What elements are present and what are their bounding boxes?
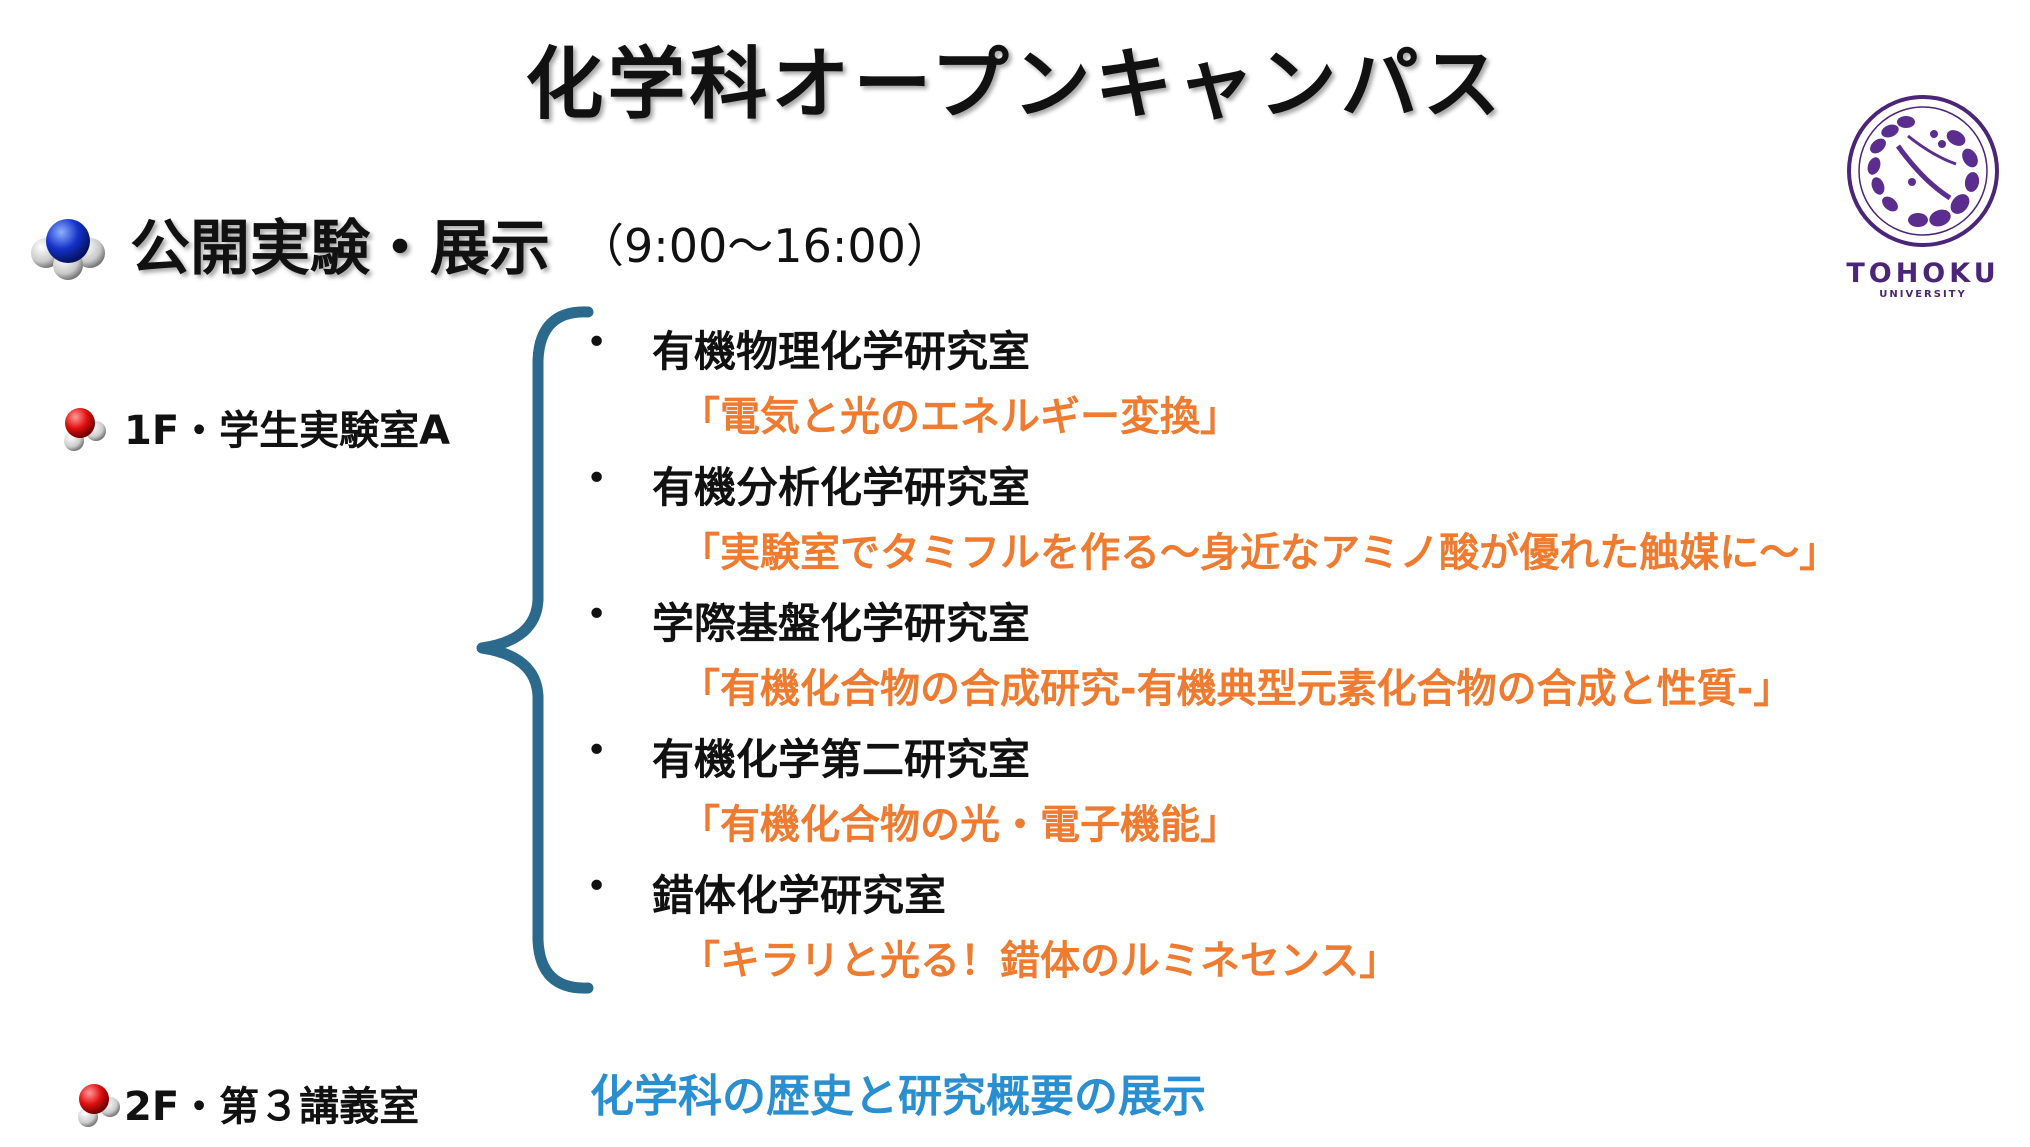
logo-subtitle: UNIVERSITY <box>1879 289 1967 300</box>
lab-topic: 「実験室でタミフルを作る～身近なアミノ酸が優れた触媒に～」 <box>680 530 1840 576</box>
section-time: （9:00～16:00） <box>578 219 952 273</box>
lab-topic: 「有機化合物の合成研究-有機典型元素化合物の合成と性質-」 <box>680 666 1794 712</box>
tohoku-logo-emblem-icon <box>1847 95 1999 247</box>
lab-list: • 有機物理化学研究室 「電気と光のエネルギー変換」 • 有機分析化学研究室 「… <box>580 312 2000 992</box>
lab-topic: 「有機化合物の光・電子機能」 <box>680 802 1240 848</box>
lab-topic: 「電気と光のエネルギー変換」 <box>680 394 1240 440</box>
water-molecule-icon <box>64 408 106 451</box>
lab-topic: 「キラリと光る！錯体のルミネセンス」 <box>680 938 1400 984</box>
bullet: • <box>586 594 608 635</box>
floor-2-label-row: 2F・第３講義室 <box>70 1074 419 1132</box>
section-header: 公開実験・展示 （9:00～16:00） <box>28 198 952 288</box>
lab-item: • 有機分析化学研究室 「実験室でタミフルを作る～身近なアミノ酸が優れた触媒に～… <box>580 448 2000 584</box>
lab-name: 有機化学第二研究室 <box>652 735 1031 784</box>
floor-2-label: 2F・第３講義室 <box>124 1084 420 1130</box>
slide-title: 化学科オープンキャンパス <box>525 40 1505 130</box>
lab-name: 有機物理化学研究室 <box>652 327 1031 376</box>
tohoku-university-logo: TOHOKU UNIVERSITY <box>1838 86 2008 301</box>
floor-1-label-row: 1F・学生実験室A <box>56 398 450 456</box>
bullet: • <box>586 866 608 907</box>
lab-item: • 学際基盤化学研究室 「有機化合物の合成研究-有機典型元素化合物の合成と性質-… <box>580 584 2000 720</box>
floor-1-label: 1F・学生実験室A <box>124 408 451 454</box>
ammonia-molecule-icon <box>31 219 105 280</box>
lab-name: 学際基盤化学研究室 <box>652 599 1031 648</box>
exhibit-description: 化学科の歴史と研究概要の展示 <box>590 1071 1206 1122</box>
logo-name: TOHOKU <box>1846 258 2000 289</box>
section-title: 公開実験・展示 <box>130 213 550 284</box>
lab-item: • 錯体化学研究室 「キラリと光る！錯体のルミネセンス」 <box>580 856 2000 992</box>
bullet: • <box>586 730 608 771</box>
lab-name: 錯体化学研究室 <box>652 871 947 920</box>
curly-brace <box>476 306 594 994</box>
lab-item: • 有機物理化学研究室 「電気と光のエネルギー変換」 <box>580 312 2000 448</box>
lab-item: • 有機化学第二研究室 「有機化合物の光・電子機能」 <box>580 720 2000 856</box>
bullet: • <box>586 458 608 499</box>
lab-name: 有機分析化学研究室 <box>652 463 1031 512</box>
water-molecule-icon <box>78 1084 120 1127</box>
bullet: • <box>586 322 608 363</box>
